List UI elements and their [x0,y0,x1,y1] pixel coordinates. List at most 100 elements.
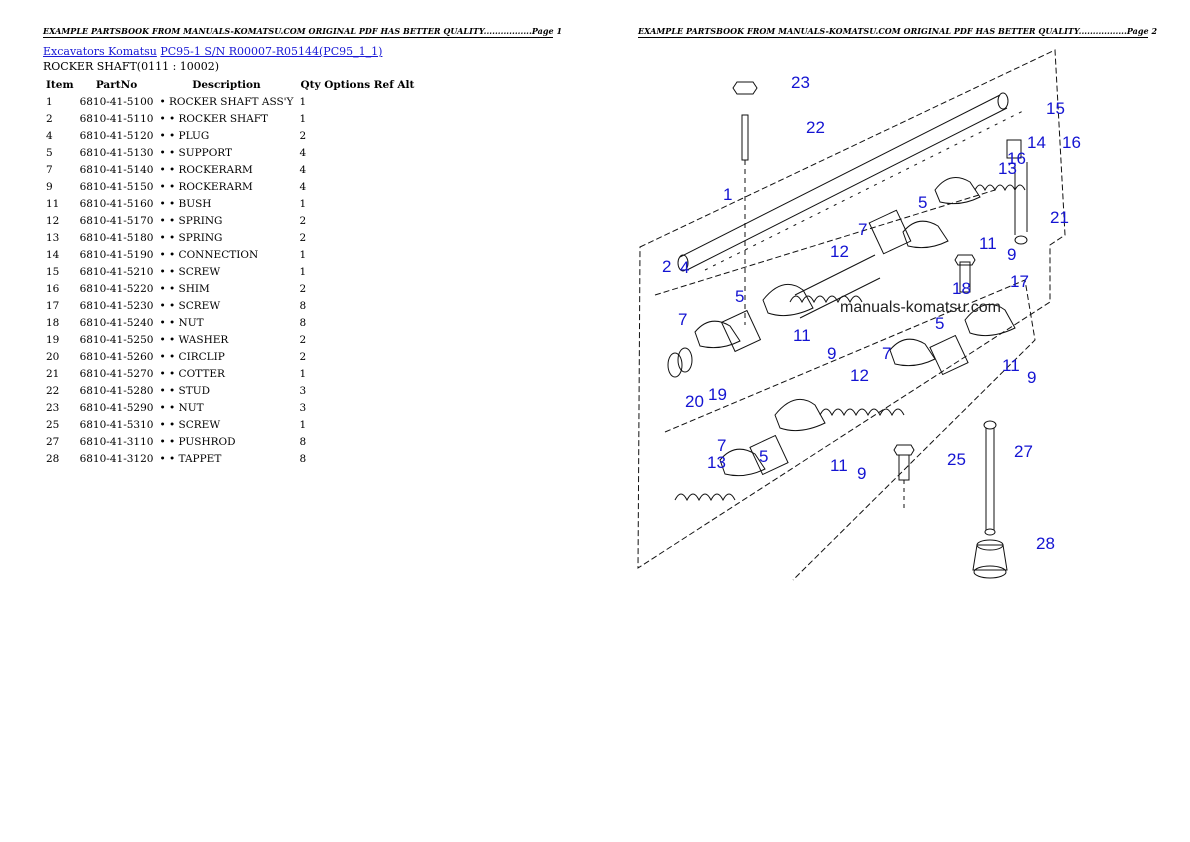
callout-label: 14 [1027,133,1046,152]
cell-description: • • SCREW [159,265,221,278]
table-row: 20 6810-41-5260 • • CIRCLIP 2 [43,348,417,365]
cell-description: • • SCREW [159,418,221,431]
breadcrumb-link-model[interactable]: PC95-1 S/N R00007-R05144(PC95_1_1) [160,45,383,58]
lower-rocker-group [674,303,1016,502]
table-header-row: Item PartNo Description Qty Options Ref … [43,76,417,93]
cell-partno: 6810-41-5160 [79,197,154,210]
cell-qty: 2 [299,350,307,363]
cell-description: • • SHIM [159,282,210,295]
callout-label: 11 [793,326,811,345]
cell-description: • • PLUG [159,129,210,142]
callout-label: 9 [827,344,836,363]
screw [893,444,915,510]
cell-description: • • SUPPORT [159,146,233,159]
callout-label: 13 [998,159,1017,178]
stud [741,114,749,325]
cell-partno: 6810-41-5260 [79,350,154,363]
callout-label: 22 [806,118,825,137]
cell-description: • • ROCKER SHAFT [159,112,269,125]
callout-label: 9 [1007,245,1016,264]
callout-label: 11 [979,234,997,253]
col-partno: PartNo [95,78,138,91]
cell-item: 23 [46,401,60,414]
cell-item: 4 [46,129,53,142]
callout-label: 12 [830,242,849,261]
cell-item: 2 [46,112,53,125]
cell-partno: 6810-41-5180 [79,231,154,244]
cell-item: 13 [46,231,60,244]
callout-label: 7 [678,310,687,329]
callout-label: 17 [1010,272,1029,291]
callout-label: 5 [935,314,944,333]
cell-description: • • PUSHROD [159,435,236,448]
page-1: EXAMPLE PARTSBOOK FROM MANUALS-KOMATSU.C… [43,26,563,467]
col-description: Description [192,78,261,91]
cell-qty: 1 [299,248,307,261]
page-header: EXAMPLE PARTSBOOK FROM MANUALS-KOMATSU.C… [43,26,563,38]
cell-description: • • STUD [159,384,210,397]
cell-item: 20 [46,350,60,363]
cell-item: 1 [46,95,53,108]
col-qty: Qty [300,78,321,91]
cell-item: 21 [46,367,60,380]
cell-item: 18 [46,316,60,329]
callout-label: 15 [1046,99,1065,118]
callout-label: 27 [1014,442,1033,461]
diagram-frame [637,49,1066,569]
parts-table: Item PartNo Description Qty Options Ref … [43,76,417,467]
cell-item: 15 [46,265,60,278]
cell-item: 16 [46,282,60,295]
cell-qty: 4 [299,146,307,159]
callout-label: 5 [759,447,768,466]
rocker-shaft [677,92,1026,272]
breadcrumb-link-category[interactable]: Excavators Komatsu [43,45,157,58]
cell-item: 19 [46,333,60,346]
callout-label: 21 [1050,208,1069,227]
callout-label: 20 [685,392,704,411]
cell-item: 28 [46,452,60,465]
cell-description: • • CIRCLIP [159,350,225,363]
callout-label: 9 [1027,368,1036,387]
cell-item: 11 [46,197,60,210]
pushrod [983,420,997,536]
cell-item: 7 [46,163,53,176]
cell-item: 25 [46,418,60,431]
cell-partno: 6810-41-5280 [79,384,154,397]
callout-label: 16 [1062,133,1081,152]
cell-description: • • SPRING [159,231,223,244]
cell-qty: 4 [299,163,307,176]
cell-partno: 6810-41-5250 [79,333,154,346]
callout-label: 11 [1002,356,1020,375]
diagram-frame-mid [654,189,996,296]
cell-qty: 1 [299,265,307,278]
cell-qty: 8 [299,316,307,329]
callout-label: 2 [662,257,671,276]
cell-qty: 4 [299,180,307,193]
cell-partno: 6810-41-5270 [79,367,154,380]
cell-qty: 2 [299,129,307,142]
cell-partno: 6810-41-5310 [79,418,154,431]
cell-description: • • WASHER [159,333,229,346]
callout-label: 13 [707,453,726,472]
callout-label: 19 [708,385,727,404]
cell-partno: 6810-41-5230 [79,299,154,312]
cell-description: • • NUT [159,401,204,414]
callout-label: 1 [723,185,732,204]
callout-label: 7 [858,220,867,239]
